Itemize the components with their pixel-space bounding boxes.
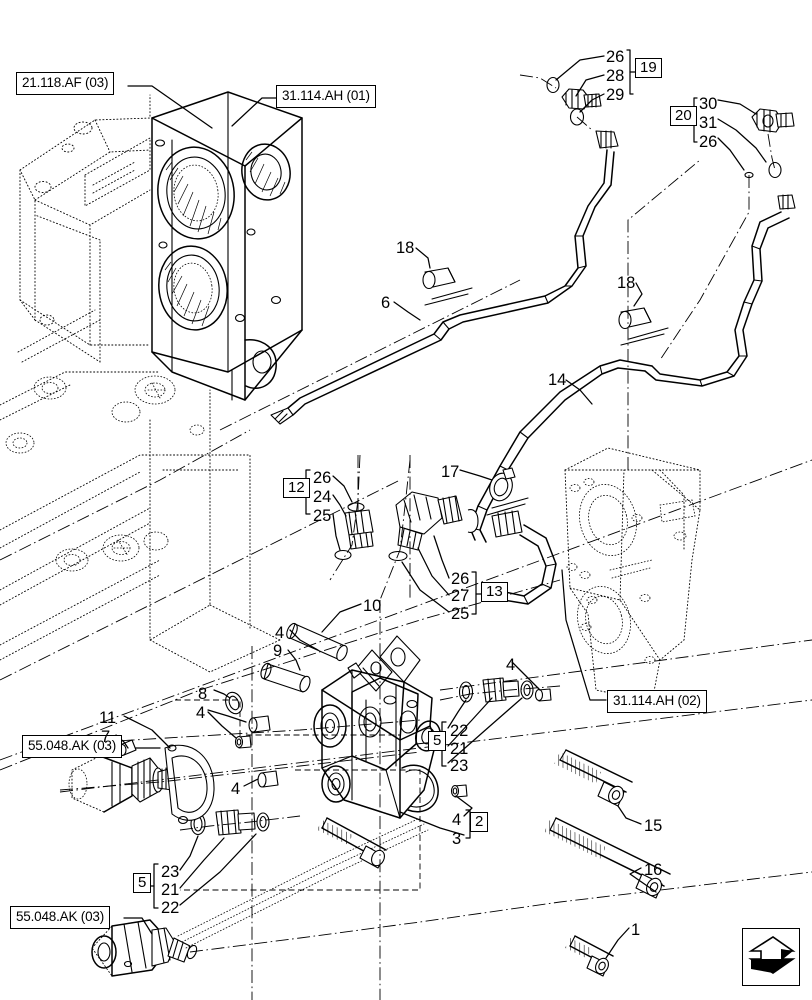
bushing-4-c	[257, 770, 279, 788]
clamp-17	[486, 467, 529, 516]
callout-4-grp2[interactable]: 4	[452, 811, 462, 829]
ref-31-114-ah-02[interactable]: 31.114.AH (02)	[607, 690, 707, 713]
callout-21-right[interactable]: 21	[450, 740, 469, 758]
callout-4-d[interactable]: 4	[231, 780, 241, 798]
orientation-arrow-box	[742, 928, 800, 986]
gearbox-housing-top	[151, 91, 303, 401]
phantom-housing-left	[0, 94, 281, 673]
callout-26-grp12[interactable]: 26	[313, 469, 332, 487]
group-box-20[interactable]: 20	[670, 106, 697, 126]
callout-4-a[interactable]: 4	[275, 624, 285, 642]
callout-18-right[interactable]: 18	[617, 274, 636, 292]
ref-55-048-ak-03-upper[interactable]: 55.048.AK (03)	[22, 735, 123, 758]
tube-14-right	[644, 194, 796, 387]
bushing-4-b	[234, 735, 252, 749]
bushing-18-left	[422, 267, 473, 306]
callout-6[interactable]: 6	[381, 294, 391, 312]
elbow-fitting-12	[329, 454, 374, 581]
housing-boss-right	[241, 143, 291, 201]
callout-23-left[interactable]: 23	[161, 863, 180, 881]
callout-24[interactable]: 24	[313, 488, 332, 506]
callout-15[interactable]: 15	[644, 817, 663, 835]
callout-10[interactable]: 10	[363, 597, 382, 615]
group-box-5-left[interactable]: 5	[133, 873, 152, 893]
bushing-18-right	[618, 307, 669, 346]
construction-centrelines	[0, 159, 812, 1000]
fitting-group-20	[469, 108, 796, 543]
callout-26-grp20[interactable]: 26	[699, 133, 718, 151]
valve-port-lower-left	[321, 765, 351, 803]
oring-8	[225, 691, 243, 715]
housing-bore-upper	[157, 146, 235, 240]
tube-6	[270, 130, 619, 425]
callout-4-c[interactable]: 4	[506, 656, 516, 674]
solenoid-connector-lower	[151, 927, 198, 967]
bolt-1	[565, 935, 614, 977]
callout-4-b[interactable]: 4	[196, 704, 206, 722]
callout-27[interactable]: 27	[451, 587, 470, 605]
callout-11[interactable]: 11	[99, 709, 117, 727]
callout-26-grp13[interactable]: 26	[451, 570, 470, 588]
valve-body	[313, 635, 442, 819]
callout-16[interactable]: 16	[644, 861, 663, 879]
bolt-3	[317, 817, 387, 869]
hex-fitting-30	[751, 108, 795, 133]
ref-55-048-ak-03-lower[interactable]: 55.048.AK (03)	[10, 906, 111, 929]
bushing-4-e	[534, 688, 552, 702]
valve-port-lower-right	[401, 764, 439, 813]
spacer-9	[260, 662, 311, 693]
group-box-2[interactable]: 2	[470, 812, 489, 832]
callout-17[interactable]: 17	[441, 463, 460, 481]
callout-22-right[interactable]: 22	[450, 722, 469, 740]
callout-31[interactable]: 31	[699, 114, 718, 132]
callout-30[interactable]: 30	[699, 95, 718, 113]
solenoid-connector-upper	[131, 757, 173, 803]
bolt-15	[554, 749, 633, 807]
short-hose	[491, 510, 557, 605]
callout-3-grp2[interactable]: 3	[452, 830, 462, 848]
ref-21-118-af-03[interactable]: 21.118.AF (03)	[16, 72, 115, 95]
phantom-fastener-cluster	[5, 375, 205, 572]
callout-8[interactable]: 8	[198, 685, 208, 703]
callout-7[interactable]: 7	[101, 728, 111, 746]
group-box-12[interactable]: 12	[283, 478, 310, 498]
callout-26-top[interactable]: 26	[606, 48, 625, 66]
phantom-housing-right	[564, 447, 701, 703]
callout-18-left[interactable]: 18	[396, 239, 415, 257]
group-box-5-right[interactable]: 5	[428, 731, 447, 751]
valve-port-left	[313, 704, 347, 748]
callout-1[interactable]: 1	[631, 921, 641, 939]
callout-25-grp13[interactable]: 25	[451, 605, 470, 623]
callout-25-grp12[interactable]: 25	[313, 507, 332, 525]
bushing-4-d	[450, 784, 468, 798]
group-box-19[interactable]: 19	[635, 58, 662, 78]
leader-lines	[115, 49, 767, 959]
callout-21-left[interactable]: 21	[161, 881, 180, 899]
spacer-10	[286, 622, 348, 662]
bushing-4-a	[248, 715, 271, 733]
group-box-13[interactable]: 13	[481, 582, 508, 602]
ref-31-114-ah-01[interactable]: 31.114.AH (01)	[276, 85, 376, 108]
callout-29-top[interactable]: 29	[606, 86, 625, 104]
view-direction-arrow-icon	[748, 936, 796, 974]
callout-14[interactable]: 14	[548, 371, 567, 389]
solenoid-upper	[59, 719, 421, 825]
callout-9[interactable]: 9	[273, 642, 283, 660]
callout-22-left[interactable]: 22	[161, 899, 180, 917]
housing-bore-lower	[158, 245, 228, 331]
elbow-fitting-13	[379, 459, 557, 605]
callout-28-top[interactable]: 28	[606, 67, 625, 85]
callout-23-right[interactable]: 23	[450, 757, 469, 775]
